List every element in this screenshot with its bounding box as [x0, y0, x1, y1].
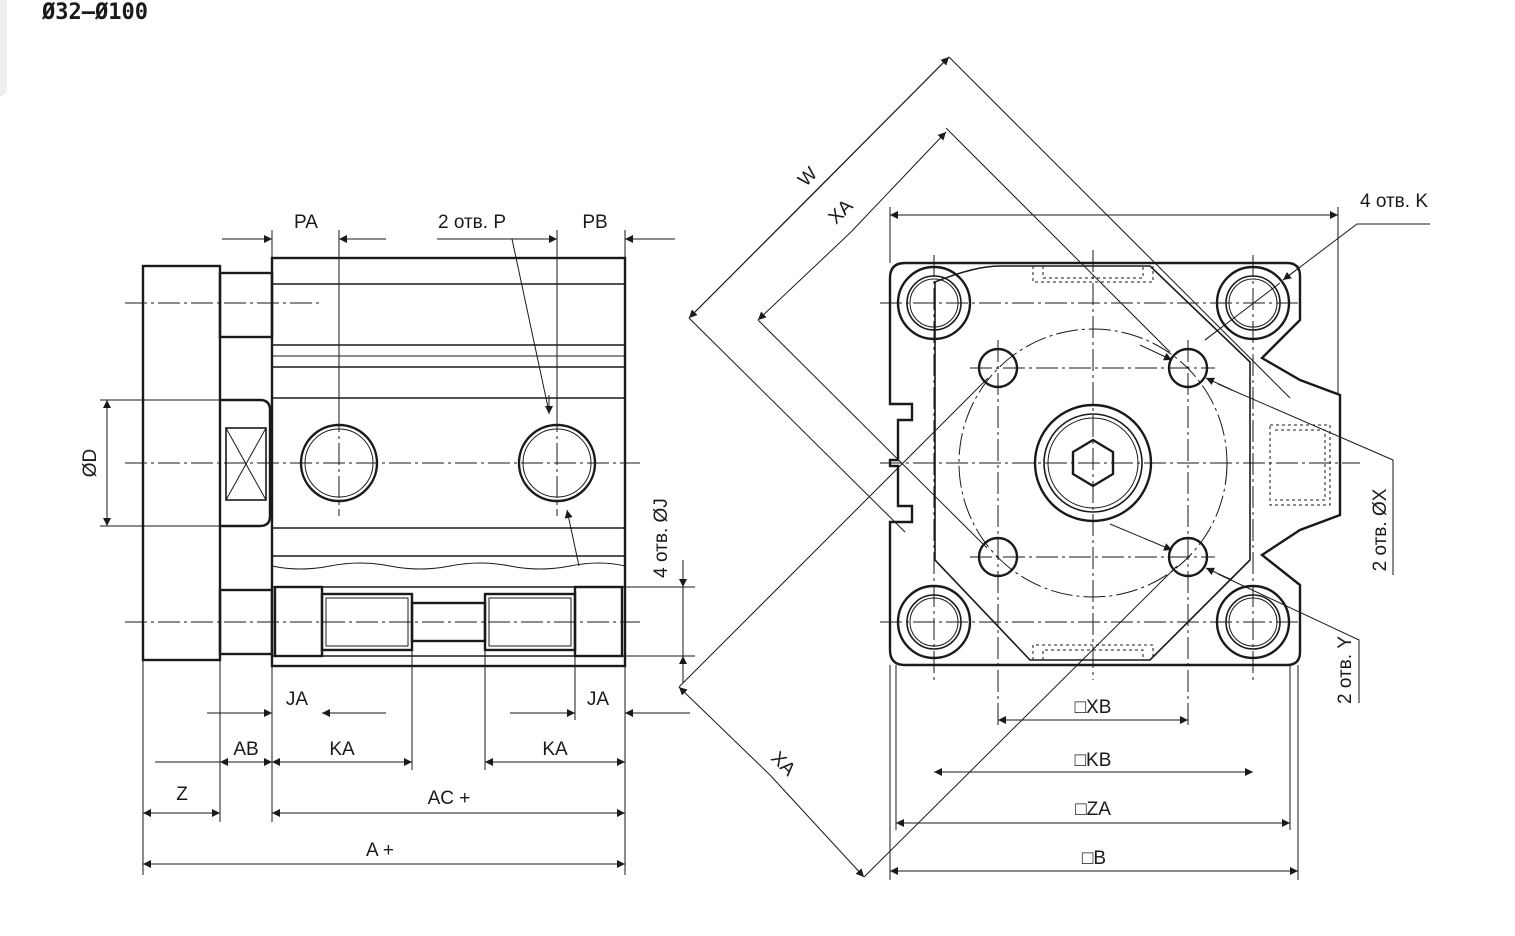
label-za: □ZA — [1075, 799, 1111, 820]
drawing-title: Ø32–Ø100 — [42, 0, 148, 25]
label-y-holes: 2 отв. Y — [1335, 636, 1356, 704]
page-edge-tab — [0, 0, 7, 96]
front-body-outline — [888, 261, 1342, 667]
label-xa-bottom: XA — [766, 748, 799, 781]
label-ka-left: KA — [329, 739, 355, 760]
label-k-holes: 4 отв. K — [1360, 191, 1428, 212]
label-pb: PB — [582, 212, 607, 233]
label-b: □B — [1082, 848, 1106, 869]
label-j-holes: 4 отв. ØJ — [651, 498, 672, 578]
front-view: W XA XA 4 отв. K 2 отв. ØX 2 отв. Y □XB … — [678, 56, 1430, 880]
label-ka-right: KA — [542, 739, 568, 760]
cylinder-body — [270, 256, 627, 668]
label-ac: AC + — [428, 788, 471, 809]
label-ja-right: JA — [587, 689, 610, 710]
label-od: ØD — [80, 449, 101, 478]
label-kb: □KB — [1075, 750, 1112, 771]
label-pa: PA — [294, 212, 318, 233]
label-xb: □XB — [1075, 697, 1112, 718]
label-x-holes: 2 отв. ØX — [1370, 488, 1391, 571]
label-p-holes: 2 отв. P — [438, 212, 506, 233]
label-a: A + — [366, 840, 394, 861]
label-z: Z — [176, 784, 188, 805]
label-xa-top: XA — [825, 195, 858, 228]
upper-collar — [218, 271, 274, 339]
label-w: W — [794, 163, 822, 191]
label-ab: AB — [233, 739, 258, 760]
label-ja-left: JA — [286, 689, 309, 710]
side-view: PA PB 2 отв. P ØD 4 отв. ØJ JA JA AB KA … — [80, 212, 695, 875]
